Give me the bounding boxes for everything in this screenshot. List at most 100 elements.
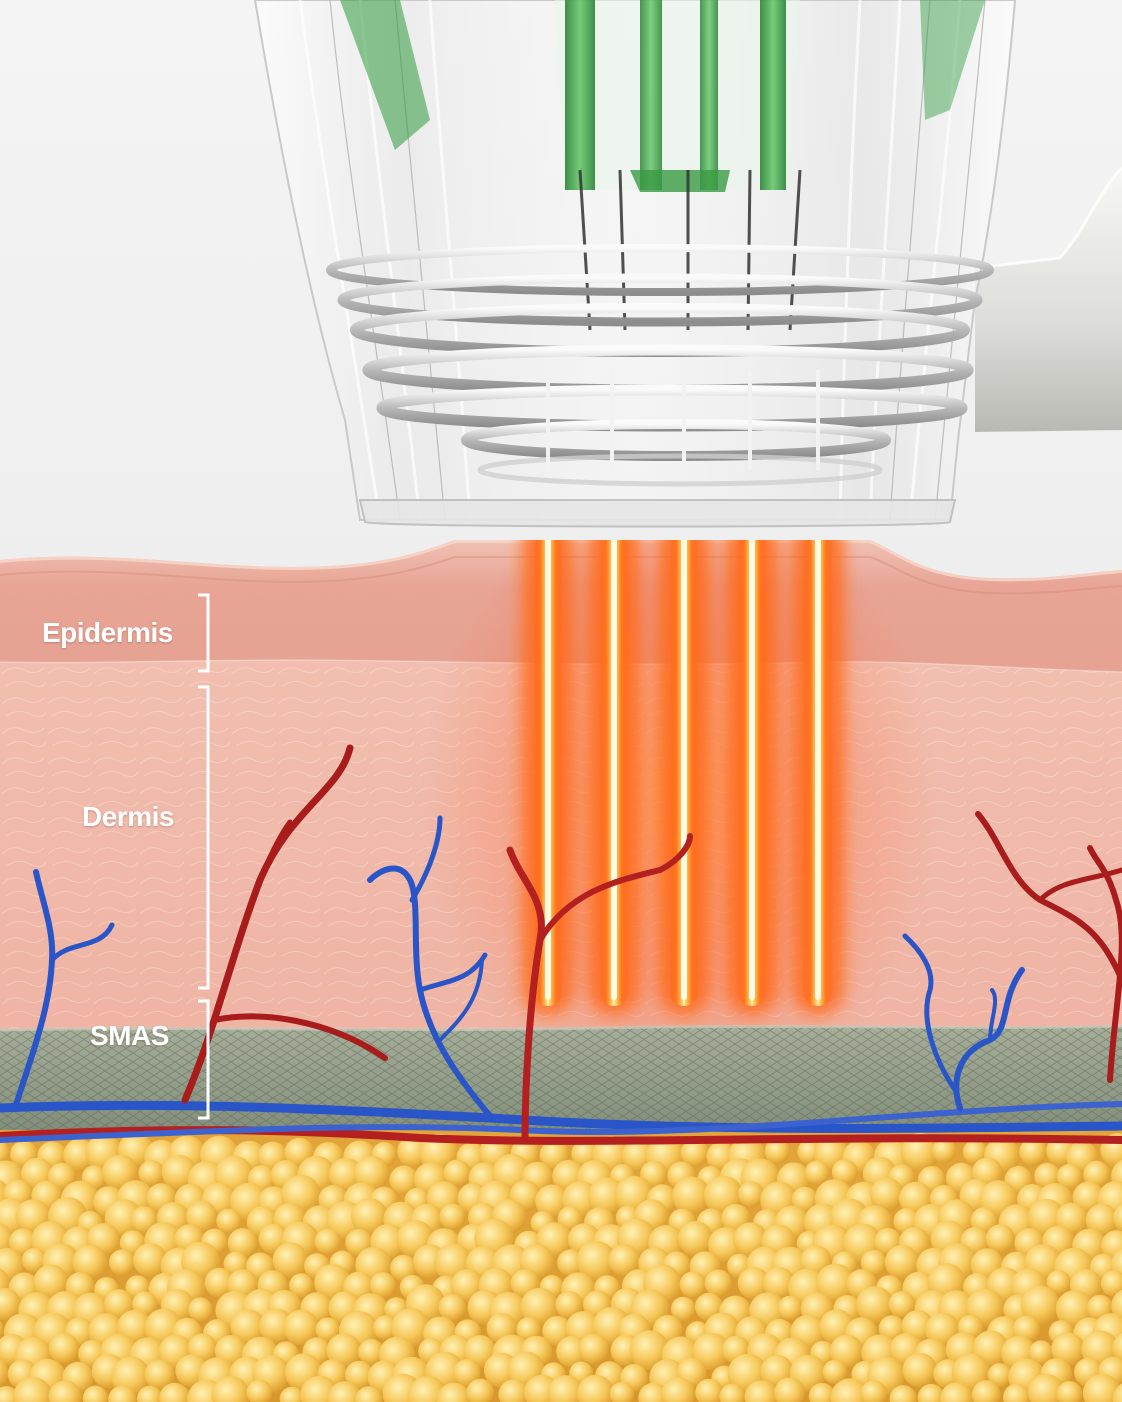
fat-cell [888,1291,916,1318]
fat-cell [369,1272,396,1299]
layer-brackets [198,593,210,1120]
fat-cell [230,1309,266,1345]
fat-cell [1019,1138,1047,1166]
fat-cell [466,1378,494,1402]
beam-core [681,540,687,1000]
fat-cell [1101,1230,1122,1262]
fat-cell [0,1140,10,1165]
fat-cell [1112,1202,1122,1234]
fat-cell [704,1269,732,1297]
applicator-handle [975,168,1122,432]
fat-cell [108,1385,137,1402]
fat-cell [808,1382,836,1402]
fat-cell [931,1138,957,1163]
blood-vessels [0,744,1122,1145]
fat-cell [831,1159,858,1185]
fat-cell [578,1333,609,1364]
fat-cell [737,1267,770,1300]
fat-cell [133,1243,167,1278]
fat-cell [520,1287,559,1326]
beam-core [749,540,755,1000]
fat-cell [82,1385,109,1402]
fat-cell [917,1383,945,1402]
fat-cell [670,1296,696,1322]
fat-cell [672,1176,711,1215]
fat-cell [102,1154,138,1191]
ultrasound-applicator-icon [253,0,1122,528]
fat-cell [33,1264,69,1300]
fat-cell [1100,1270,1122,1297]
fat-cell [327,1381,362,1402]
fat-cell [822,1359,847,1385]
fat-cell [661,1377,696,1402]
fat-cell [283,1309,320,1346]
beam-core [611,540,617,1000]
fat-cell [638,1382,669,1402]
fat-cell [328,1157,363,1192]
fat-cell [279,1386,304,1402]
fat-cell [1046,1269,1071,1295]
fat-cell [774,1377,805,1402]
fat-cell [188,1297,213,1322]
fat-cell [1003,1383,1031,1402]
fat-cell [438,1293,466,1322]
fat-cell [860,1249,887,1276]
fat-cell [902,1352,938,1388]
dermis-label: Dermis [82,801,174,832]
fat-cell [1111,1288,1122,1325]
fat-cell [804,1160,830,1185]
applicator-rings [326,244,994,487]
fat-cell [744,1380,779,1402]
fat-cell [692,1332,730,1371]
fat-cell [719,1383,746,1402]
fat-cell [109,1249,136,1276]
energy-beam-icon [522,540,844,1015]
fat-cell [300,1375,339,1402]
fat-cell [900,1132,940,1172]
fat-cell [535,1184,569,1218]
fat-cell [884,1244,920,1280]
fat-cell [516,1317,541,1342]
fat-cell [557,1206,583,1231]
fat-cell [345,1360,374,1390]
fat-cell [1085,1203,1119,1237]
fat-cell [1082,1373,1122,1402]
fat-cell [186,1200,218,1233]
fat-cell [211,1376,250,1402]
fat-cell [289,1273,314,1298]
fat-cell [695,1378,724,1402]
fat-cell [1034,1162,1061,1190]
fat-cell [48,1333,80,1364]
fat-cell [453,1359,481,1387]
fat-cell [962,1139,987,1164]
fat-cell [315,1317,340,1342]
fat-cell [13,1377,53,1402]
fat-cell [577,1374,615,1402]
epidermis-label: Epidermis [42,617,173,648]
fat-cell [439,1203,466,1230]
fat-cell [679,1271,707,1298]
fat-cell [830,1378,870,1402]
fat-cell [1020,1285,1060,1325]
smas-label: SMAS [90,1020,169,1051]
fat-cell [0,1356,9,1390]
fat-cell [137,1385,163,1402]
epidermis-bracket [198,593,210,673]
fat-cell [0,1247,25,1283]
fat-cell [314,1264,351,1301]
fat-cell [351,1198,388,1235]
dermis-bracket [198,685,210,990]
fat-cell [680,1138,709,1167]
fat-cell [1112,1331,1122,1365]
fat-cell [407,1376,448,1402]
fat-cell [159,1382,191,1402]
fat-cell [390,1254,417,1282]
fat-cell [436,1382,472,1402]
fat-cell [246,1379,273,1402]
smas-bracket [198,999,210,1120]
fat-cell [355,1386,383,1402]
fat-cell [48,1380,82,1402]
fat-cell [576,1241,617,1281]
